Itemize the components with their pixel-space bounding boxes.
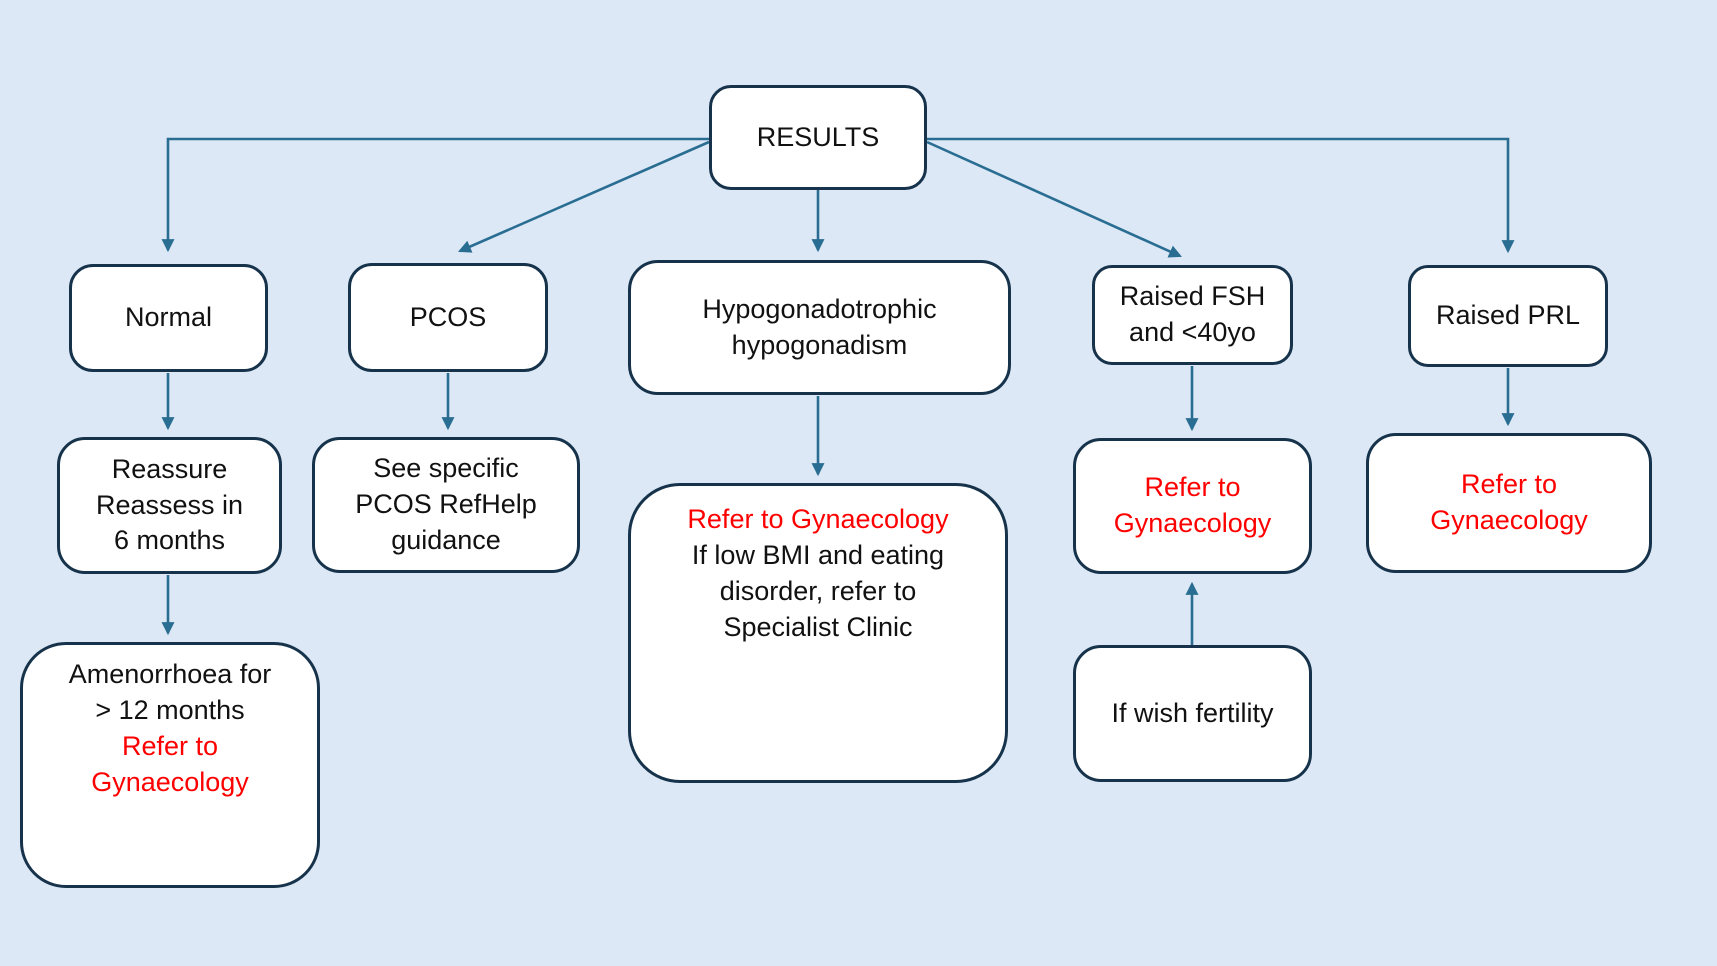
- node-results-label: RESULTS: [756, 121, 880, 152]
- node-results: RESULTS: [709, 85, 927, 190]
- node-reassure-label: Reassure Reassess in 6 months: [95, 453, 244, 556]
- node-fsh-referral-text: Refer to Gynaecology: [1113, 472, 1272, 538]
- node-pcos-guidance-label: See specific PCOS RefHelp guidance: [355, 453, 537, 555]
- node-amenorrhoea-12-months: Amenorrhoea for > 12 months Refer to Gyn…: [20, 642, 320, 888]
- node-raised-fsh: Raised FSH and <40yo: [1092, 265, 1293, 365]
- node-raised-prl-label: Raised PRL: [1435, 300, 1581, 331]
- node-fsh-referral: Refer to Gynaecology: [1073, 438, 1312, 574]
- node-hypogonadotrophic-hypogonadism: Hypogonadotrophic hypogonadism: [628, 260, 1011, 395]
- node-hypo-referral: Refer to Gynaecology If low BMI and eati…: [628, 483, 1008, 783]
- arrow-results-to-pcos: [458, 140, 710, 253]
- node-normal-label: Normal: [124, 302, 212, 333]
- arrow-results-to-fsh: [926, 140, 1182, 258]
- node-raised-prl: Raised PRL: [1408, 265, 1608, 367]
- node-normal: Normal: [69, 264, 268, 372]
- node-prl-referral: Refer to Gynaecology: [1366, 433, 1652, 573]
- node-raised-fsh-label: Raised FSH and <40yo: [1119, 281, 1266, 347]
- node-pcos-guidance: See specific PCOS RefHelp guidance: [312, 437, 580, 573]
- node-hypo-referral-detail: If low BMI and eating disorder, refer to…: [691, 539, 945, 642]
- node-hypogonadotrophic-label: Hypogonadotrophic hypogonadism: [702, 293, 937, 360]
- node-hypo-referral-text: Refer to Gynaecology: [687, 504, 949, 534]
- node-prl-referral-text: Refer to Gynaecology: [1430, 469, 1588, 535]
- node-pcos-label: PCOS: [409, 301, 487, 332]
- node-if-wish-fertility: If wish fertility: [1073, 645, 1312, 782]
- arrow-results-to-normal: [161, 137, 709, 253]
- node-pcos: PCOS: [348, 263, 548, 372]
- node-amenorrhoea-label: Amenorrhoea for > 12 months: [68, 659, 272, 725]
- node-if-wish-fertility-label: If wish fertility: [1111, 697, 1274, 728]
- node-amenorrhoea-referral: Refer to Gynaecology: [91, 730, 249, 797]
- arrow-results-to-prl: [927, 137, 1515, 254]
- node-reassure-reassess: Reassure Reassess in 6 months: [57, 437, 282, 574]
